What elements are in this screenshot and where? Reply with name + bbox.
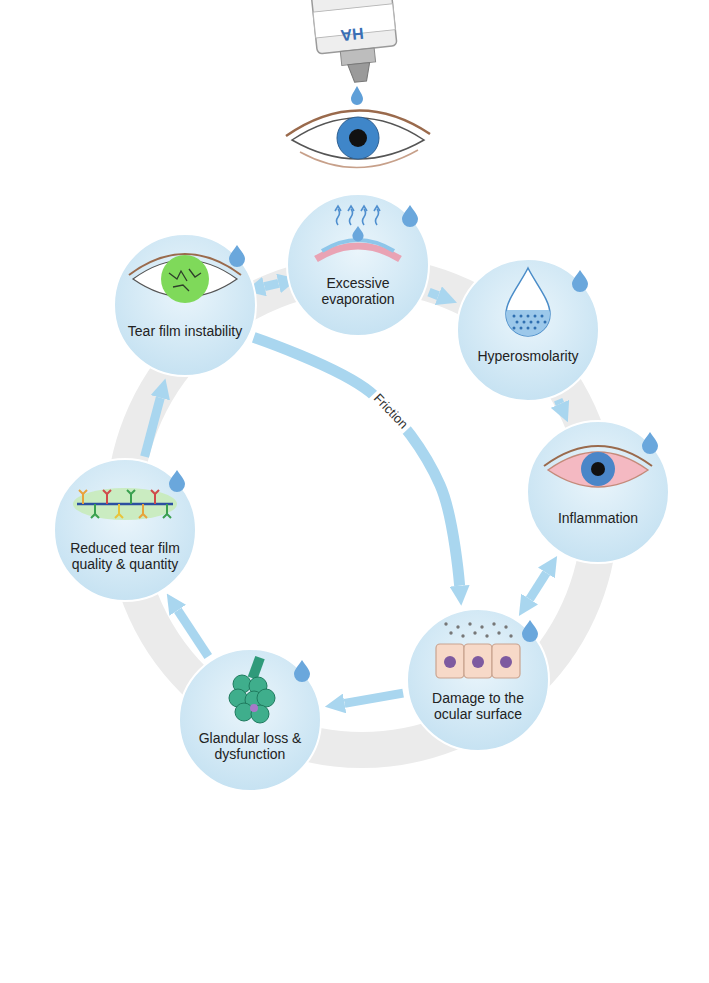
water-drop-icon	[352, 226, 363, 241]
circle-outline	[286, 193, 430, 337]
node-icon	[436, 622, 520, 678]
node-icon	[316, 206, 400, 259]
circle-outline	[526, 420, 670, 564]
circle-fill	[527, 421, 669, 563]
node-icon	[73, 488, 177, 520]
water-drop-icon	[572, 270, 588, 292]
cycle-circle: Glandular loss & dysfunction	[178, 648, 322, 792]
node-label: Hyperosmolarity	[470, 348, 586, 364]
node-label: Damage to the ocular surface	[420, 690, 536, 722]
node-text-box: Hyperosmolarity	[470, 348, 586, 364]
eye-pupil	[349, 129, 367, 147]
node-icon	[129, 254, 241, 303]
circle-outline	[456, 258, 600, 402]
node-text-box: Glandular loss & dysfunction	[192, 730, 308, 762]
circle-outline	[113, 233, 257, 377]
cycle-circle: Tear film instability	[113, 233, 257, 377]
bottle-neck	[340, 48, 375, 65]
circle-fill	[287, 194, 429, 336]
water-drop-icon	[522, 620, 538, 642]
cycle-arrow	[145, 398, 161, 457]
node-text-box: Damage to the ocular surface	[420, 690, 536, 722]
circle-fill	[457, 259, 599, 401]
cycle-arrow	[345, 693, 404, 703]
node-label: Glandular loss & dysfunction	[192, 730, 308, 762]
node-label: Inflammation	[540, 510, 656, 526]
eye-illustration	[286, 110, 430, 167]
cycle-circle: Excessive evaporation	[286, 193, 430, 337]
eye-outline	[292, 118, 424, 159]
edge-label: Friction	[369, 388, 413, 434]
node-text-box: Reduced tear film quality & quantity	[67, 540, 183, 572]
circle-fill	[179, 649, 321, 791]
cycle-arrow	[558, 400, 560, 404]
circle-fill	[54, 459, 196, 601]
node-icon	[544, 446, 652, 487]
cycle-arrow	[254, 337, 460, 585]
circle-outline	[178, 648, 322, 792]
eye-drop-bottle	[311, 0, 400, 86]
cycle-arrow	[429, 292, 438, 296]
water-drop-icon	[294, 660, 310, 682]
cycle-circle: Hyperosmolarity	[456, 258, 600, 402]
node-label: Reduced tear film quality & quantity	[67, 540, 183, 572]
water-drop-icon	[402, 205, 418, 227]
lower-lid-line	[300, 150, 418, 168]
cycle-arrow	[264, 283, 278, 286]
water-drop-icon	[642, 432, 658, 454]
bottle-nozzle	[348, 62, 372, 82]
node-icon	[506, 268, 550, 336]
water-drop-icon	[169, 470, 185, 492]
eye-iris	[337, 117, 379, 159]
node-text-box: Excessive evaporation	[300, 275, 416, 307]
bottle-body	[311, 0, 397, 54]
eyelid-line	[286, 110, 430, 136]
node-label: Excessive evaporation	[300, 275, 416, 307]
water-drop-icon	[229, 245, 245, 267]
cycle-arrow	[530, 573, 547, 599]
circle-outline	[406, 608, 550, 752]
cycle-circle: Damage to the ocular surface	[406, 608, 550, 752]
node-icon	[229, 656, 275, 723]
cycle-circle: Inflammation	[526, 420, 670, 564]
cycle-arrow	[178, 610, 208, 656]
circle-fill	[407, 609, 549, 751]
circle-outline	[53, 458, 197, 602]
bottle-label: HA	[340, 24, 365, 44]
node-text-box: Inflammation	[540, 510, 656, 526]
node-text-box: Tear film instability	[127, 323, 243, 339]
circle-fill	[114, 234, 256, 376]
falling-drop	[351, 86, 363, 105]
node-label: Tear film instability	[127, 323, 243, 339]
cycle-circle: Reduced tear film quality & quantity	[53, 458, 197, 602]
